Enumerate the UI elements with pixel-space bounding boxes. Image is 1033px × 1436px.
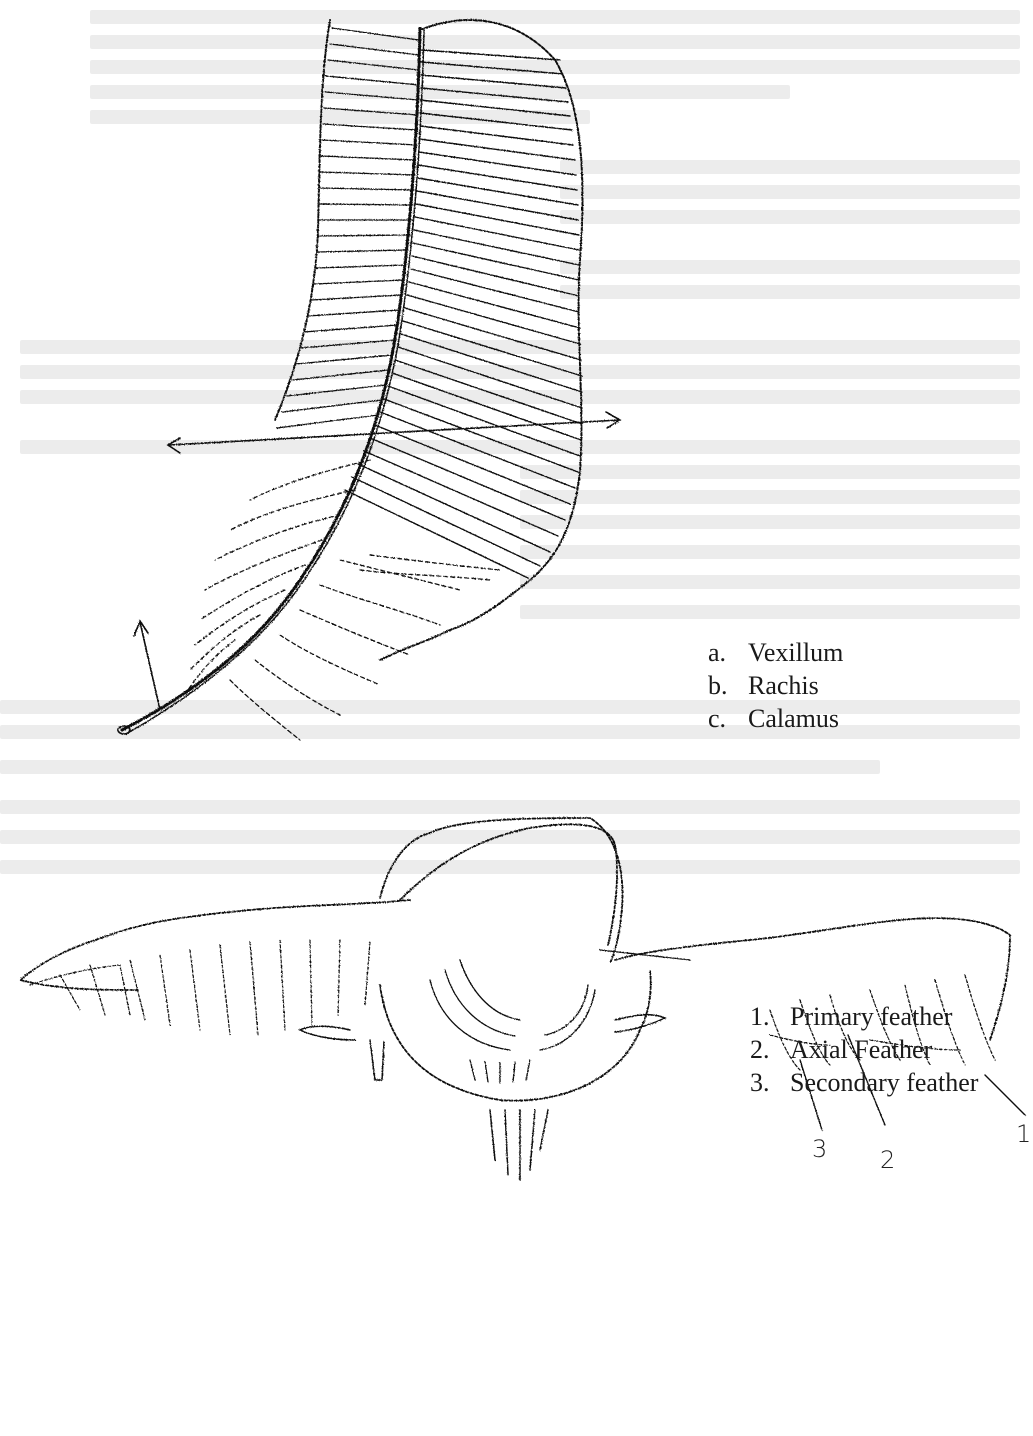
legend-item-vexillum: a. Vexillum — [708, 636, 843, 669]
legend-item-calamus: c. Calamus — [708, 702, 843, 735]
callout-number-2: 2 — [880, 1146, 895, 1174]
left-foot — [300, 1026, 355, 1040]
callout-number-1: 1 — [1016, 1120, 1031, 1148]
legend-item-axial-feather: 2. Axial Feather — [750, 1033, 978, 1066]
vexillum-pointer — [170, 420, 620, 445]
legend-marker: b. — [708, 669, 748, 702]
legend-marker: 1. — [750, 1000, 790, 1033]
callout-number-3: 3 — [812, 1135, 827, 1163]
wing-feathers-legend: 1. Primary feather 2. Axial Feather 3. S… — [750, 1000, 978, 1099]
left-wing-outline — [20, 900, 410, 990]
legend-label: Primary feather — [790, 1000, 952, 1033]
calamus-pointer — [140, 622, 160, 710]
legend-label: Rachis — [748, 669, 819, 702]
feather-drawing — [118, 20, 620, 740]
legend-marker: a. — [708, 636, 748, 669]
legend-marker: 3. — [750, 1066, 790, 1099]
tail-feathers — [490, 1110, 548, 1180]
callout-line-1 — [985, 1075, 1025, 1115]
legend-item-rachis: b. Rachis — [708, 669, 843, 702]
legend-label: Axial Feather — [790, 1033, 932, 1066]
legend-label: Calamus — [748, 702, 839, 735]
legend-marker: 2. — [750, 1033, 790, 1066]
wing-drawing — [20, 818, 1025, 1180]
legend-label: Vexillum — [748, 636, 843, 669]
feather-parts-legend: a. Vexillum b. Rachis c. Calamus — [708, 636, 843, 735]
rachis — [122, 28, 420, 730]
legend-item-secondary-feather: 3. Secondary feather — [750, 1066, 978, 1099]
legend-item-primary-feather: 1. Primary feather — [750, 1000, 978, 1033]
bird-body-outline — [380, 818, 623, 963]
vane-outline — [380, 20, 582, 660]
legend-marker: c. — [708, 702, 748, 735]
legend-label: Secondary feather — [790, 1066, 978, 1099]
